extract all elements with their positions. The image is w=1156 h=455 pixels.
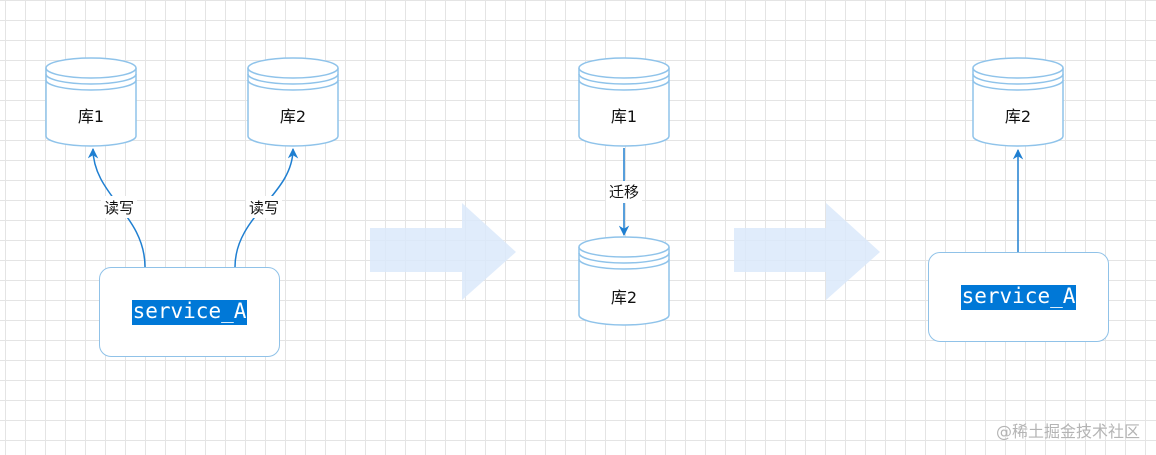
database-cylinder: 库2 xyxy=(578,236,670,326)
transition-arrow-2 xyxy=(734,203,880,300)
database-cylinder: 库1 xyxy=(45,57,137,147)
service-box: service_A xyxy=(928,252,1109,342)
edge-label: 读写 xyxy=(249,199,279,217)
database-cylinder: 库2 xyxy=(247,57,339,147)
database-label: 库2 xyxy=(1005,107,1031,126)
database-label: 库1 xyxy=(611,107,637,126)
watermark: @稀土掘金技术社区 xyxy=(995,422,1140,441)
database-label: 库2 xyxy=(611,288,637,307)
database-cylinder: 库2 xyxy=(972,57,1064,147)
service-box: service_A xyxy=(99,267,280,357)
edge-label: 读写 xyxy=(104,199,134,217)
edge-label: 迁移 xyxy=(609,183,639,201)
database-label: 库1 xyxy=(78,107,104,126)
service-label: service_A xyxy=(131,298,248,325)
service-label: service_A xyxy=(960,283,1077,310)
transition-arrow-1 xyxy=(370,203,516,300)
database-label: 库2 xyxy=(280,107,306,126)
database-cylinder: 库1 xyxy=(578,57,670,147)
